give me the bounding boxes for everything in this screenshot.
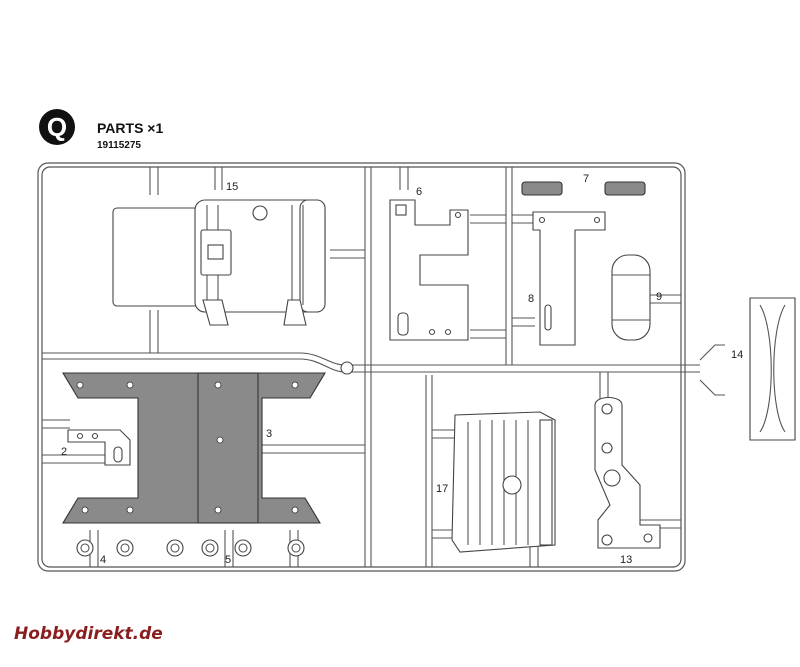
part-9-cylinder: 9 (611, 254, 662, 341)
part-label-13: 13 (620, 554, 632, 566)
part-label-7: 7 (583, 173, 589, 185)
part-15-fuel-tank: 15 (112, 181, 326, 326)
sprue-part-number: 19115275 (97, 140, 141, 151)
part-2-small-bracket: 2 (61, 429, 131, 466)
part-label-5: 5 (225, 554, 231, 566)
sprue-gates (42, 167, 681, 567)
part-label-8: 8 (528, 293, 534, 305)
part-3-chassis-plate: 3 (62, 372, 326, 524)
part-8-t-bracket: 8 (528, 211, 606, 346)
sprue-badge-circle (39, 109, 75, 145)
part-13-arm: 13 (594, 396, 661, 566)
sprue-frame (37, 162, 700, 572)
sprue-inner-frame (41, 166, 682, 568)
sprue-vertical-runner-2 (505, 167, 513, 365)
part-14-cross-member: 14 (699, 297, 796, 441)
part-label-9: 9 (656, 291, 662, 303)
part-17-box: 17 (436, 411, 556, 553)
part-label-15: 15 (226, 181, 238, 193)
sprue-junction (340, 361, 354, 375)
sprue-badge-letter: Q (47, 112, 67, 142)
part-label-6: 6 (416, 186, 422, 198)
part-label-3: 3 (266, 428, 272, 440)
parts-4-5-rings: 4 5 (76, 539, 305, 566)
part-label-17: 17 (436, 483, 448, 495)
hobbydirekt-watermark: Hobbydirekt.de (14, 624, 163, 644)
part-label-4: 4 (100, 554, 106, 566)
sprue-outer-frame (37, 162, 686, 572)
sprue-vertical-runner-1 (364, 167, 372, 567)
part-label-14: 14 (731, 349, 743, 361)
part-label-2: 2 (61, 446, 67, 458)
part-6-bracket: 6 (389, 186, 469, 341)
part-7-small-pieces: 7 (521, 173, 646, 196)
sprue-header: Q PARTS ×1 19115275 (39, 109, 163, 151)
sprue-title: PARTS ×1 (97, 120, 163, 136)
sprue-vertical-runner-3 (425, 375, 433, 567)
